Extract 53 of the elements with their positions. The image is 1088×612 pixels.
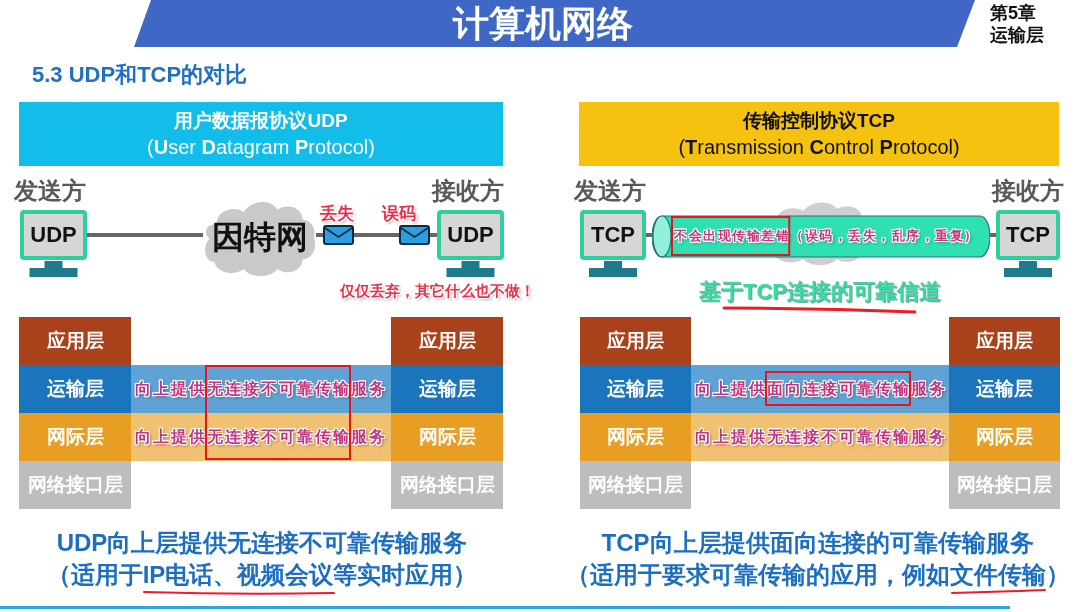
service-band: 向上提供无连接不可靠传输服务 (691, 413, 949, 461)
role-heading: 接收方 (990, 176, 1064, 206)
banner-title: 用户数据报协议UDP (174, 109, 348, 133)
protocol-layer: 网际层 (949, 413, 1060, 461)
summary-note: （适用于要求可靠传输的应用，例如文件传输） (564, 561, 1071, 589)
envelope-icon (323, 225, 354, 245)
connector-line (646, 233, 652, 237)
connector-line (990, 233, 996, 237)
cloud-label: 因特网 (210, 218, 309, 257)
banner-title: 传输控制协议TCP (743, 109, 895, 133)
connector-line (354, 233, 399, 237)
slide-title: 计算机网络 (451, 2, 634, 46)
connector-line (87, 233, 203, 237)
event-label: 丢失 (320, 204, 355, 224)
protocol-layer: 网络接口层 (949, 461, 1060, 509)
protocol-layer: 运输层 (580, 365, 691, 413)
computer-screen: TCP (996, 210, 1060, 260)
protocol-layer: 网际层 (19, 413, 131, 461)
event-label: 误码 (382, 204, 417, 224)
computer-screen: UDP (20, 210, 87, 260)
summary-note: （适用于IP电话、视频会议等实时应用） (45, 561, 479, 589)
channel-pipe (652, 199, 990, 265)
connector-line (316, 233, 323, 237)
computer-screen: TCP (580, 210, 646, 260)
protocol-layer: 网络接口层 (580, 461, 691, 509)
section-heading: 5.3 UDP和TCP的对比 (32, 61, 249, 89)
summary-text: TCP向上层提供面向连接的可靠传输服务 (600, 529, 1035, 557)
channel-caption: 基于TCP连接的可靠信道 (698, 279, 942, 305)
role-heading: 发送方 (14, 176, 87, 206)
title-banner (19, 102, 503, 166)
protocol-layer: 网际层 (391, 413, 503, 461)
protocol-layer: 运输层 (391, 365, 503, 413)
protocol-layer: 应用层 (19, 317, 131, 365)
note-text: 仅仅丢弃，其它什么也不做！ (338, 281, 536, 301)
summary-text: UDP向上层提供无连接不可靠传输服务 (55, 529, 469, 557)
chapter-number: 第5章 (990, 2, 1037, 24)
chapter-name: 运输层 (990, 24, 1045, 46)
connector-line (430, 233, 437, 237)
banner-subtitle: (Transmission Control Protocol) (678, 135, 960, 160)
protocol-layer: 运输层 (19, 365, 131, 413)
protocol-layer: 应用层 (580, 317, 691, 365)
title-banner (579, 102, 1059, 166)
role-heading: 接收方 (430, 176, 504, 206)
protocol-layer: 运输层 (949, 365, 1060, 413)
protocol-layer: 应用层 (949, 317, 1060, 365)
envelope-icon (399, 225, 430, 245)
role-heading: 发送方 (574, 176, 647, 206)
computer-screen: UDP (437, 210, 504, 260)
banner-subtitle: (User Datagram Protocol) (147, 135, 375, 160)
protocol-layer: 网际层 (580, 413, 691, 461)
protocol-layer: 网络接口层 (19, 461, 131, 509)
protocol-layer: 网络接口层 (391, 461, 503, 509)
protocol-layer: 应用层 (391, 317, 503, 365)
